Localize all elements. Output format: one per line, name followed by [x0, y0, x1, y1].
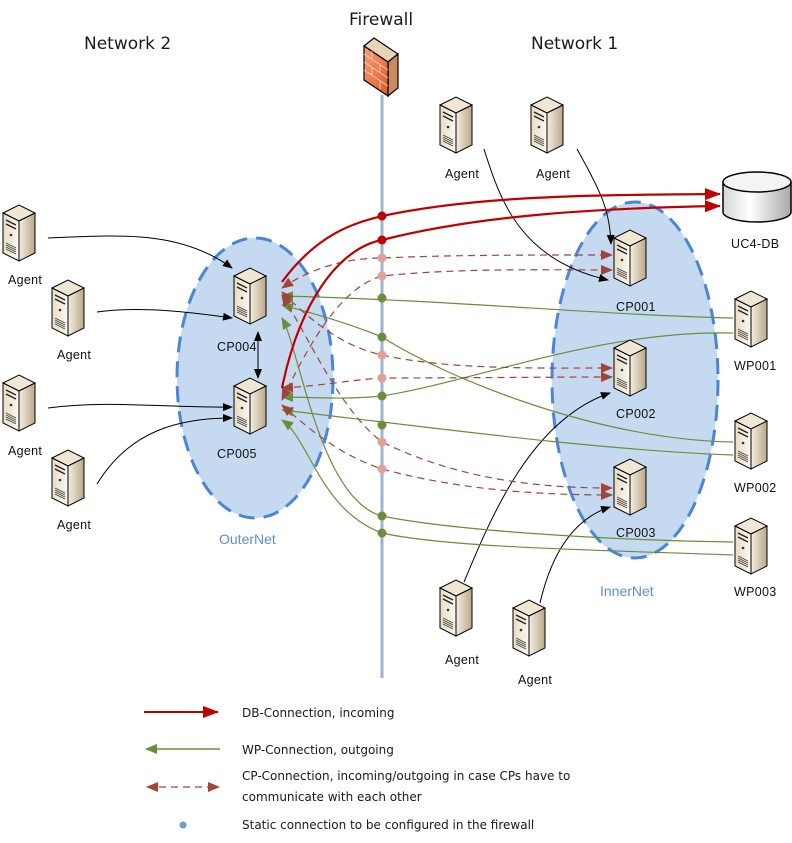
- static-dot-wp: [377, 528, 387, 538]
- agent-server-icon[interactable]: [2, 374, 36, 432]
- agent-server-icon[interactable]: [439, 579, 473, 637]
- cp004-server-icon[interactable]: [233, 267, 267, 325]
- agent-label: Agent: [57, 518, 91, 532]
- static-dot-cp: [377, 271, 387, 281]
- agent-server-icon[interactable]: [530, 96, 564, 154]
- agent-label: Agent: [8, 273, 42, 287]
- wp001-label: WP001: [734, 359, 777, 373]
- static-dot-cp: [377, 464, 387, 474]
- agent-label: Agent: [445, 167, 479, 181]
- wp003-label: WP003: [734, 585, 777, 599]
- agent-server-icon[interactable]: [51, 279, 85, 337]
- static-dot-wp: [377, 293, 387, 303]
- static-dot-wp: [377, 420, 387, 430]
- legend-static-text: Static connection to be configured in th…: [242, 818, 534, 832]
- agent-label: Agent: [445, 653, 479, 667]
- cp002-label: CP002: [616, 407, 656, 421]
- cp-connections: [281, 250, 613, 500]
- db-connections: [280, 188, 721, 389]
- agent-label: Agent: [518, 673, 552, 687]
- agent-label: Agent: [8, 444, 42, 458]
- wp002-server-icon[interactable]: [734, 412, 768, 470]
- cp001-label: CP001: [616, 300, 656, 314]
- static-dot-cp: [377, 253, 387, 263]
- agent-server-icon[interactable]: [512, 599, 546, 657]
- firewall-icon: [362, 37, 400, 98]
- static-dot-cp: [377, 437, 387, 447]
- static-dot-cp: [377, 350, 387, 360]
- wp002-label: WP002: [734, 481, 777, 495]
- wp001-server-icon[interactable]: [734, 290, 768, 348]
- legend-cp-text-1: CP-Connection, incoming/outgoing in case…: [242, 769, 570, 783]
- static-dot-cp: [377, 373, 387, 383]
- static-dot-wp: [377, 332, 387, 342]
- static-dot-db: [377, 235, 387, 245]
- static-dot-wp: [377, 511, 387, 521]
- db-label: UC4-DB: [731, 237, 779, 251]
- firewall-title: Firewall: [349, 10, 413, 30]
- innernet-label: InnerNet: [600, 583, 654, 599]
- wp003-server-icon[interactable]: [734, 517, 768, 575]
- cp004-label: CP004: [217, 340, 257, 354]
- cp001-server-icon[interactable]: [613, 229, 647, 287]
- outernet-label: OuterNet: [219, 531, 276, 547]
- cp005-label: CP005: [217, 447, 257, 461]
- static-dot-db: [377, 211, 387, 221]
- legend-cp-text-2: communicate with each other: [242, 790, 422, 804]
- database-icon[interactable]: [722, 171, 792, 223]
- network1-title: Network 1: [531, 34, 618, 54]
- cp005-server-icon[interactable]: [233, 377, 267, 435]
- agent-server-icon[interactable]: [2, 204, 36, 262]
- cp003-label: CP003: [616, 526, 656, 540]
- cp003-server-icon[interactable]: [613, 458, 647, 516]
- agent-label: Agent: [536, 167, 570, 181]
- legend: DB-Connection, incoming WP-Connection, o…: [144, 706, 570, 832]
- cp002-server-icon[interactable]: [613, 339, 647, 397]
- legend-db-text: DB-Connection, incoming: [242, 706, 394, 720]
- agent-server-icon[interactable]: [439, 96, 473, 154]
- legend-wp-text: WP-Connection, outgoing: [242, 743, 394, 757]
- agent-server-icon[interactable]: [51, 449, 85, 507]
- firewall-dots: [377, 211, 387, 538]
- static-dot-wp: [377, 391, 387, 401]
- legend-static-dot: [179, 821, 187, 829]
- agent-label: Agent: [57, 348, 91, 362]
- network2-title: Network 2: [84, 34, 171, 54]
